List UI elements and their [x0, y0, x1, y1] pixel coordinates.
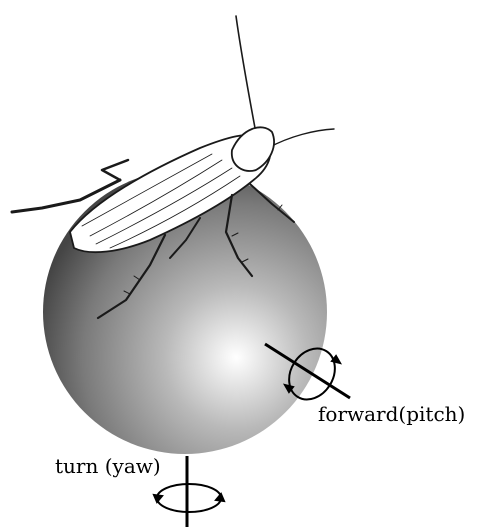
yaw-rotation-icon — [154, 484, 224, 512]
yaw-axis — [154, 456, 224, 527]
forward-pitch-label: forward(pitch) — [318, 404, 465, 424]
turn-yaw-label: turn (yaw) — [55, 456, 161, 476]
